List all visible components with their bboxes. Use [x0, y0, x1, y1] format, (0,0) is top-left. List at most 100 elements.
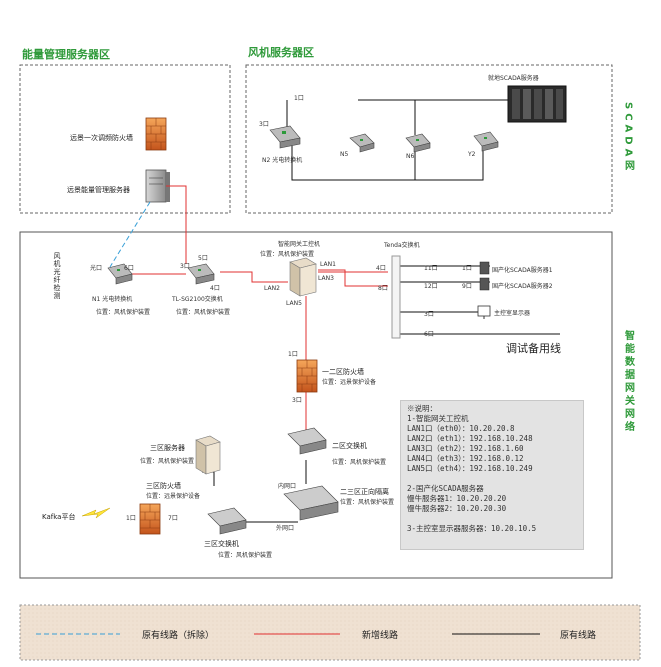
top-firewall-label: 远景一次调频防火墙: [70, 133, 133, 142]
scada1-icon: [479, 261, 490, 275]
n1-port-light: 光口: [90, 264, 102, 272]
scada1-label: 国产化SCADA服务器1: [492, 266, 553, 274]
tl-port-3: 3口: [180, 263, 190, 270]
server-3-icon: [195, 435, 221, 475]
tl-port-4: 4口: [210, 285, 220, 292]
firewall-12-icon: [296, 359, 318, 393]
n6-label: N6: [406, 153, 414, 160]
notes-h2: 2-国产化SCADA服务器: [407, 484, 484, 493]
y2-label: Y2: [467, 151, 476, 158]
tenda-switch-icon: [391, 255, 401, 339]
tenda-left-4: 4口: [376, 265, 386, 272]
gateway-pc-label: 智能网关工控机: [278, 240, 320, 248]
tenda-port-3: 3口: [424, 311, 434, 318]
notes-s1: 慢牛服务器1：10.20.20.20: [407, 494, 507, 503]
tl-switch-label: TL-SG2100交换机: [171, 295, 223, 303]
gateway-area-box: [19, 231, 613, 579]
inner-port-label: 内网口: [278, 482, 296, 490]
firewall-3-loc: 位置：远景保护设备: [146, 492, 200, 500]
display-icon: [477, 305, 491, 319]
tenda-port-11: 11口: [424, 265, 438, 272]
scada2-port-9: 9口: [462, 283, 472, 290]
legend-box: [19, 604, 641, 661]
switch-2-loc: 位置：风机保护装置: [332, 458, 386, 466]
legend-existing-label: 原有线路: [560, 629, 596, 641]
gw-lan2: LAN2: [264, 285, 280, 292]
y2-switch-icon: [473, 131, 499, 152]
switch-3-icon: [207, 507, 247, 535]
fw12-port-3: 3口: [292, 397, 302, 404]
tenda-left-8: 8口: [378, 285, 388, 292]
n2-switch-label: N2 光电转换机: [262, 156, 302, 164]
notes-s2: 慢牛服务器2：10.20.20.30: [407, 504, 507, 513]
wind-area-title: 风机服务器区: [248, 45, 314, 59]
blue-dashed-line: [109, 201, 151, 268]
notes-l5: LAN5口（eth4）：192.168.10.249: [407, 464, 533, 473]
forward-iso-label: 二三区正向隔离: [340, 487, 389, 496]
notes-l4: LAN4口（eth3）：192.168.0.12: [407, 454, 524, 463]
gateway-net-label: 智能数据网关网络: [623, 329, 635, 434]
firewall-3-icon: [139, 503, 161, 535]
black-lines-main: [202, 265, 560, 523]
scada2-icon: [479, 277, 490, 291]
notes-l2: LAN2口（eth1）：192.168.10.248: [407, 434, 533, 443]
n5-label: N5: [340, 151, 348, 158]
n2-switch-icon: [269, 125, 301, 149]
fw12-port-1: 1口: [288, 351, 298, 358]
n1-port-6: 6口: [124, 265, 134, 272]
firewall-12-label: 一二区防火墙: [322, 367, 364, 376]
notes-h3: 3-主控室显示器服务器：10.20.10.5: [407, 524, 537, 533]
gw-lan1: LAN1: [320, 261, 336, 268]
debug-line-label: 调试备用线: [506, 341, 561, 355]
svg-text:SCADA网: SCADA网: [623, 102, 635, 174]
n2-port-1: 1口: [294, 95, 304, 102]
outer-port-label: 外网口: [276, 524, 294, 532]
scada-rack-icon: [507, 85, 567, 123]
notes-l1: LAN1口（eth0）：10.20.20.8: [407, 424, 515, 433]
server-3-label: 三区服务器: [150, 443, 185, 452]
n6-switch-icon: [405, 133, 431, 153]
energy-area-box: [19, 64, 231, 214]
lightning-icon: [81, 507, 111, 519]
scada-net-label: SCADA网: [623, 102, 635, 174]
gateway-pc-loc: 位置：风机保护装置: [260, 250, 314, 258]
tenda-port-6: 6口: [424, 331, 434, 338]
tl-switch-loc: 位置：风机保护装置: [176, 308, 230, 316]
legend-new-label: 新增线路: [362, 629, 398, 641]
n1-switch-icon: [107, 263, 133, 285]
forward-iso-icon: [283, 485, 339, 521]
legend-original-label: 原有线路（拆除）: [142, 629, 214, 641]
fw3-port-1: 1口: [126, 515, 136, 522]
tl-switch-icon: [187, 263, 215, 285]
switch-2-label: 二区交换机: [332, 441, 367, 450]
gateway-pc-icon: [289, 257, 317, 297]
n2-port-3: 3口: [259, 121, 269, 128]
gw-lan3: LAN3: [318, 275, 334, 282]
fiber-label: 风机光纤检测: [53, 252, 61, 300]
wind-area-box: [245, 64, 613, 214]
energy-server-label: 远景能量管理服务器: [67, 185, 130, 194]
notes-title: ※说明：: [407, 404, 437, 413]
firewall-3-label: 三区防火墙: [146, 481, 181, 490]
n1-switch-label: N1 光电转换机: [92, 295, 132, 303]
server-3-loc: 位置：风机保护装置: [140, 457, 194, 465]
switch-3-loc: 位置：风机保护装置: [218, 551, 272, 559]
n5-switch-icon: [349, 133, 375, 153]
forward-iso-loc: 位置：风机保护装置: [340, 498, 394, 506]
scada1-port-1: 1口: [462, 265, 472, 272]
notes-box: ※说明： 1-智能网关工控机 LAN1口（eth0）：10.20.20.8 LA…: [400, 400, 584, 550]
svg-text:风机光纤检测: 风机光纤检测: [53, 252, 61, 300]
fw3-port-7: 7口: [168, 515, 178, 522]
red-lines: [128, 185, 388, 430]
notes-l3: LAN3口（eth2）：192.168.1.60: [407, 444, 524, 453]
n1-switch-loc: 位置：风机保护装置: [96, 308, 150, 316]
tenda-port-12: 12口: [424, 283, 438, 290]
energy-area-title: 能量管理服务器区: [22, 47, 110, 61]
notes-h1: 1-智能网关工控机: [407, 414, 469, 423]
scada-server-top-label: 就地SCADA服务器: [488, 74, 539, 82]
top-firewall-icon: [145, 117, 167, 151]
display-label: 主控室显示器: [494, 309, 530, 317]
switch-2-icon: [287, 427, 327, 455]
tenda-switch-label: Tenda交换机: [383, 241, 420, 249]
